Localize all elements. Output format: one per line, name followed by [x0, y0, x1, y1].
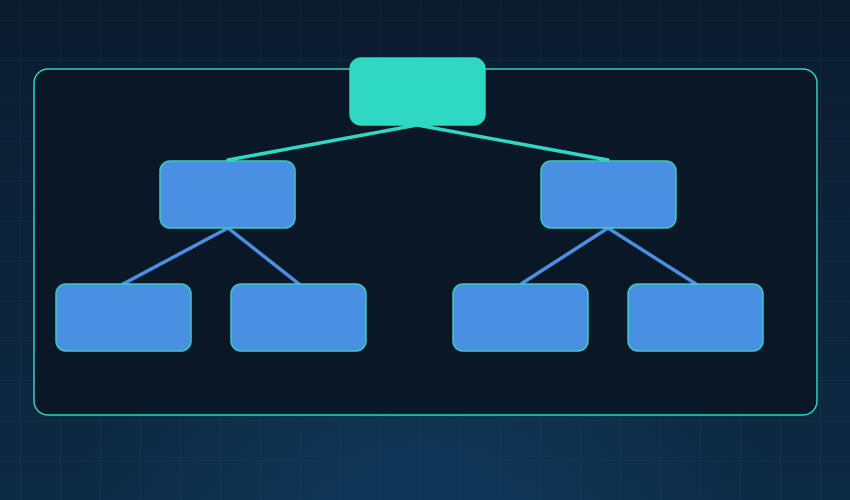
edge-left-left-left [121, 226, 230, 286]
node-left-right-box [230, 283, 367, 352]
node-left[interactable] [159, 160, 296, 229]
node-right-box [540, 160, 677, 229]
edges [121, 123, 698, 286]
node-left-box [159, 160, 296, 229]
node-right-left-box [452, 283, 589, 352]
node-right-left[interactable] [452, 283, 589, 352]
node-left-right[interactable] [230, 283, 367, 352]
node-root-box [349, 57, 486, 126]
edge-root-right [415, 123, 610, 162]
node-root[interactable] [349, 57, 486, 126]
edge-root-left [226, 123, 419, 162]
node-right[interactable] [540, 160, 677, 229]
edge-left-left-right [226, 226, 301, 286]
edge-right-right-right [606, 226, 698, 286]
node-left-left-box [55, 283, 192, 352]
node-left-left[interactable] [55, 283, 192, 352]
node-right-right-box [627, 283, 764, 352]
edge-right-right-left [519, 226, 610, 286]
node-right-right[interactable] [627, 283, 764, 352]
